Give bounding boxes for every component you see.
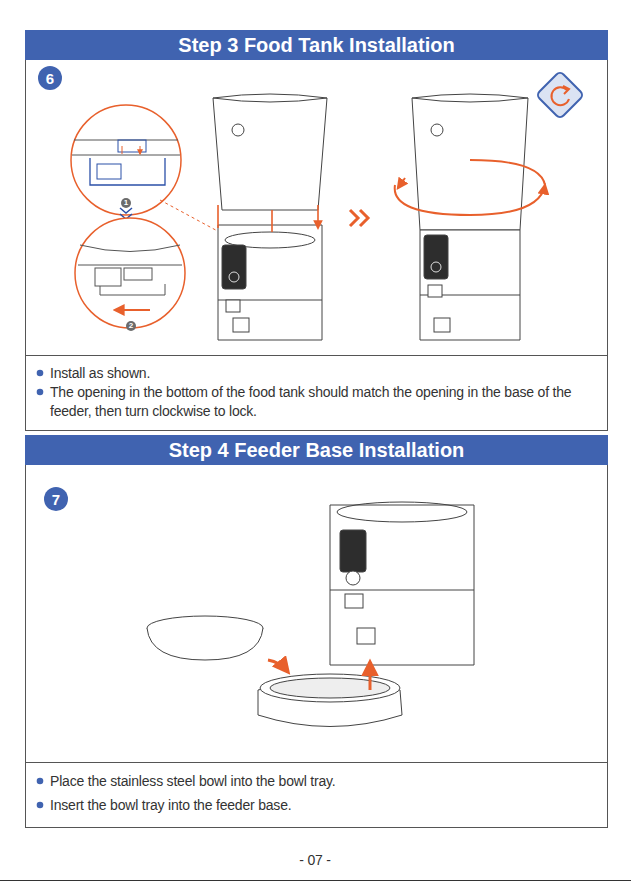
divider bbox=[25, 355, 607, 356]
node-text: 6 bbox=[46, 70, 54, 87]
step-header: Step 4 Feeder Base Installation bbox=[25, 435, 608, 465]
base-illustration bbox=[147, 502, 474, 727]
step-marker: 1 bbox=[121, 198, 131, 208]
node-text: Step 4 Feeder Base Installation bbox=[169, 439, 465, 462]
instruction-text: Install as shown. bbox=[50, 364, 600, 383]
node-text: 7 bbox=[52, 491, 60, 508]
node-text: Step 3 Food Tank Installation bbox=[178, 34, 454, 57]
instruction-text: Insert the bowl tray into the feeder bas… bbox=[50, 796, 600, 815]
step-marker: 2 bbox=[126, 321, 136, 331]
feeder-illustration bbox=[213, 94, 327, 340]
section-frame bbox=[26, 31, 608, 431]
instruction-text: Place the stainless steel bowl into the … bbox=[50, 772, 600, 791]
section-frame bbox=[26, 436, 608, 828]
divider bbox=[25, 762, 607, 763]
callout-number: 7 bbox=[44, 487, 68, 511]
feeder-illustration bbox=[395, 94, 545, 340]
page-number: - 07 - bbox=[265, 851, 365, 870]
node-text: 2 bbox=[129, 321, 133, 331]
rotate-icon bbox=[536, 71, 584, 119]
page-rule bbox=[0, 880, 631, 881]
instruction-text: The opening in the bottom of the food ta… bbox=[50, 383, 602, 421]
node-text: 1 bbox=[124, 198, 128, 208]
step-header: Step 3 Food Tank Installation bbox=[25, 30, 608, 60]
callout-number: 6 bbox=[38, 66, 62, 90]
next-chevron bbox=[350, 210, 368, 226]
